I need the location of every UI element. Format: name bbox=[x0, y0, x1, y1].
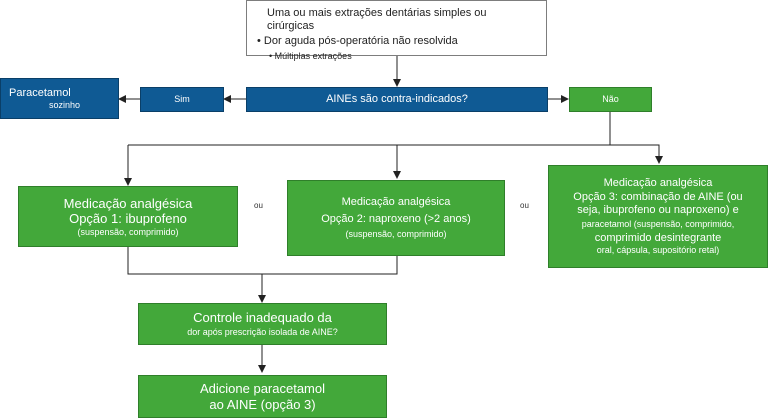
arrow-to-option3 bbox=[610, 144, 663, 164]
start-box: Uma ou mais extrações dentárias simples … bbox=[246, 0, 547, 61]
paracetamol-box: Paracetamol sozinho bbox=[0, 78, 119, 119]
start-bullet-1: • Dor aguda pós-operatória não resolvida bbox=[257, 35, 458, 48]
line-nao-branch bbox=[128, 112, 611, 146]
decision-box: AINEs são contra-indicados? bbox=[246, 87, 548, 112]
no-box: Não bbox=[569, 87, 652, 112]
start-line: Uma ou mais extrações dentárias simples … bbox=[267, 7, 487, 33]
or-label-2: ou bbox=[520, 201, 529, 210]
control-box: Controle inadequado da dor após prescriç… bbox=[138, 303, 387, 345]
or-label-1: ou bbox=[254, 201, 263, 210]
add-box: Adicione paracetamol ao AINE (opção 3) bbox=[138, 375, 387, 418]
option3-box: Medicação analgésica Opção 3: combinação… bbox=[548, 165, 768, 268]
option2-box: Medicação analgésica Opção 2: naproxeno … bbox=[287, 180, 505, 256]
start-bullet-2: • Múltiplas extrações bbox=[269, 50, 352, 61]
option1-box: Medicação analgésica Opção 1: ibuprofeno… bbox=[18, 186, 238, 247]
yes-box: Sim bbox=[140, 87, 224, 112]
